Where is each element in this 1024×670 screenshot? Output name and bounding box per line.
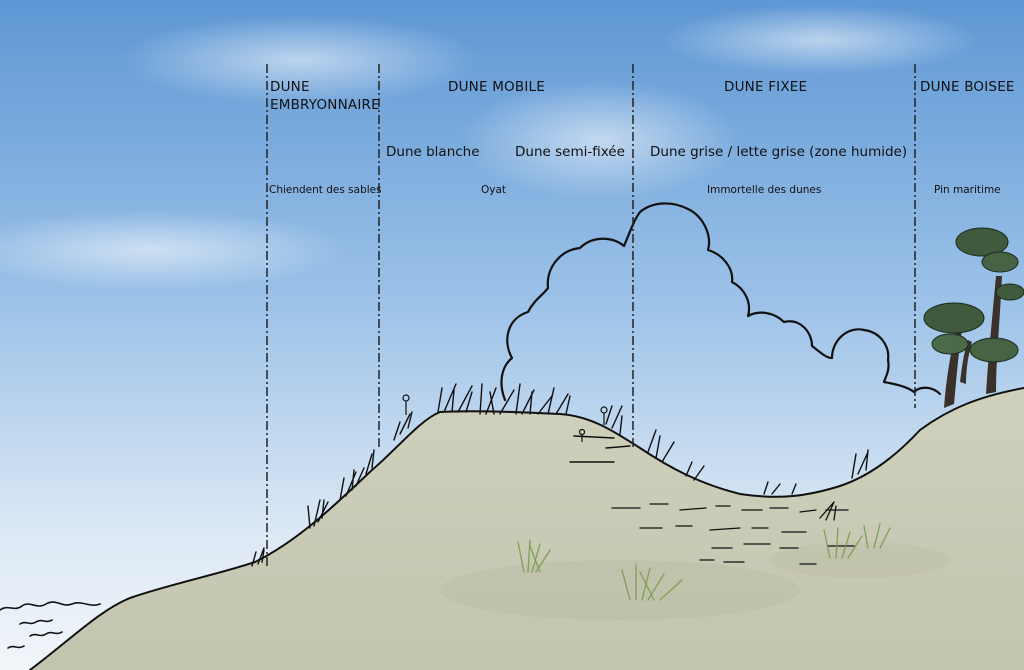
plant-label-boisee: Pin maritime	[934, 184, 1001, 196]
pine-trunk	[960, 340, 972, 384]
pine-tree-icon	[923, 227, 1024, 408]
pine-foliage	[955, 227, 1009, 257]
sub-zone-dune-blanche: Dune blanche	[386, 144, 480, 160]
zone-separators	[266, 64, 916, 566]
grass-tuft-icon	[611, 501, 855, 565]
sky-wispy-cloud	[0, 210, 350, 290]
sky-wispy-cloud	[660, 5, 980, 75]
dune-sand	[0, 388, 1024, 670]
zone-title-embryonnaire-line1: DUNE	[270, 79, 310, 95]
sky-wispy-cloud	[120, 15, 480, 105]
sea-waves-icon	[0, 601, 101, 649]
plant-label-mobile: Oyat	[481, 184, 507, 196]
sky-wispy-cloud	[460, 80, 740, 200]
zone-title-mobile: DUNE MOBILE	[448, 79, 545, 95]
plant-label-fixee: Immortelle des dunes	[707, 184, 822, 196]
sand-shadow	[440, 560, 800, 620]
grass-tuft-icon	[517, 523, 891, 601]
pine-foliage	[969, 337, 1019, 363]
pine-trunk	[986, 276, 1002, 394]
zone-title-fixee: DUNE FIXEE	[724, 79, 808, 95]
pine-foliage	[923, 302, 985, 334]
zone-title-boisee: DUNE BOISEE	[920, 79, 1015, 95]
pine-foliage	[931, 333, 969, 355]
plant-label-embryonnaire: Chiendent des sables	[269, 184, 382, 196]
cloud-outline	[500, 202, 942, 402]
flower-icon	[402, 394, 608, 442]
zone-title-embryonnaire-line2: EMBRYONNAIRE	[270, 97, 380, 113]
dune-outline	[29, 387, 1024, 670]
sand-shadow	[770, 542, 950, 578]
pine-foliage	[981, 251, 1019, 273]
sub-zone-dune-grise: Dune grise / lette grise (zone humide)	[650, 144, 908, 160]
sub-zone-dune-semi-fixee: Dune semi-fixée	[515, 144, 625, 160]
pine-foliage	[995, 283, 1024, 301]
grass-tuft-icon	[251, 383, 869, 567]
